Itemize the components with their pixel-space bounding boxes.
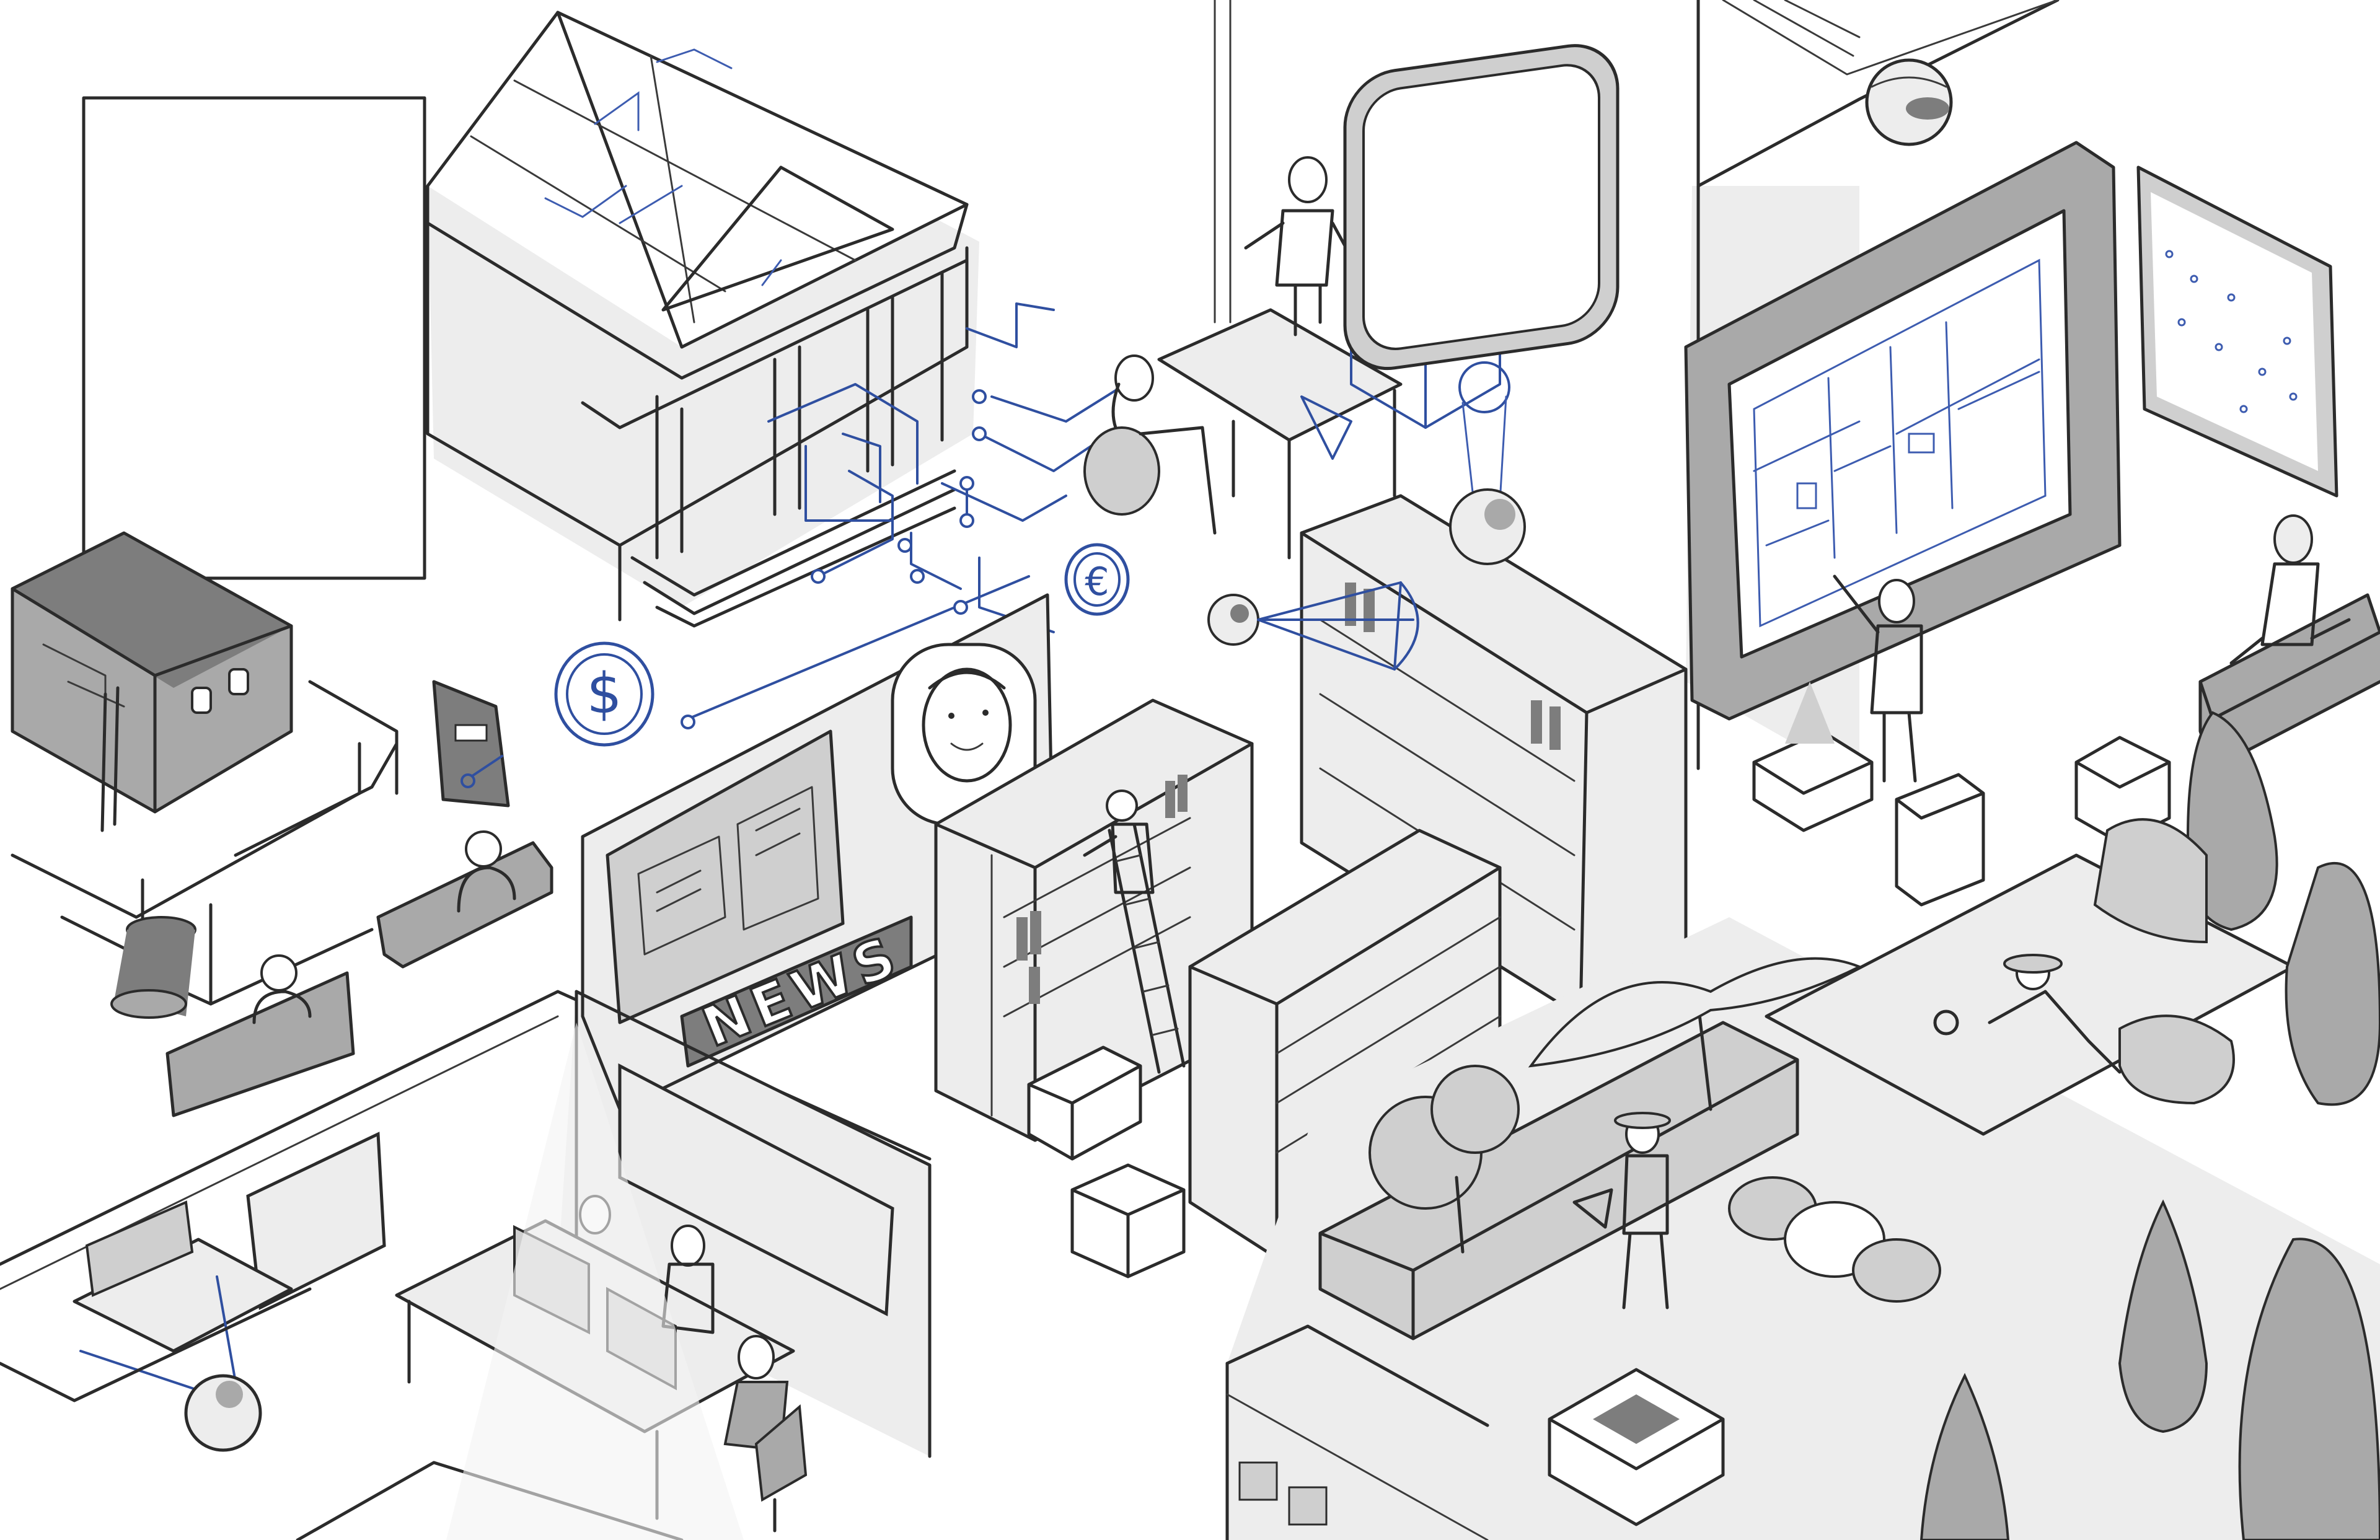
blueprint-display [1684, 141, 2122, 721]
seated-robot [2198, 514, 2380, 770]
camera-drone-icon [1865, 58, 1953, 146]
euro-coin-icon: € [1064, 543, 1130, 616]
book-icon [432, 680, 510, 807]
wall-screen-top [1343, 44, 1620, 371]
courthouse-building [426, 11, 979, 628]
circuit-network [681, 302, 1117, 729]
meeting-area [1083, 156, 1403, 560]
light-beam [446, 1023, 744, 1540]
news-studio: NEWS [581, 593, 1056, 1111]
person-at-blueprint [1752, 574, 2171, 907]
blank-frame [82, 96, 426, 580]
safe-vault [11, 531, 293, 832]
building-corner-bottom [1225, 1324, 1489, 1540]
kiosk-bottom-left [0, 1200, 312, 1452]
gavel-icon [60, 915, 196, 1019]
dollar-coin-symbol: $ [586, 661, 622, 726]
library-area [934, 494, 1688, 1278]
euro-coin-symbol: € [1085, 559, 1109, 604]
geometric-projections [1207, 271, 1526, 671]
courtroom-benches [165, 830, 553, 1117]
data-dots [2165, 250, 2298, 413]
roof-garden [1227, 711, 2380, 1540]
data-screen-right [2136, 165, 2338, 498]
dollar-coin-icon: $ [554, 641, 654, 747]
